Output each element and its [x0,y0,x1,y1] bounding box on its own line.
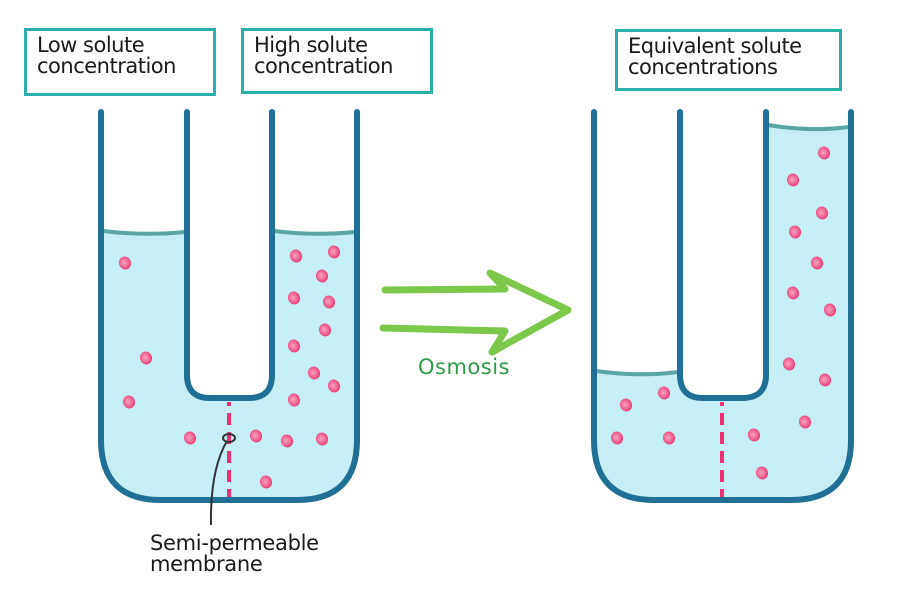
high-label-line-2: concentration [254,54,393,78]
membrane-caption: Semi-permeable membrane [150,533,319,575]
high-concentration-label: High solute concentration [241,28,433,94]
eq-label-line-1: Equivalent solute [628,34,802,58]
inner-wall-before [184,109,275,401]
eq-label-line-2: concentrations [628,55,778,79]
membrane-pointer-ring [222,433,236,443]
solute-particle [287,291,301,305]
low-concentration-label: Low solute concentration [24,28,216,96]
meniscus-left-before [102,229,186,236]
osmosis-label: Osmosis [418,355,510,379]
inner-wall-after [677,109,769,401]
solute-particle [307,366,321,380]
membrane-pointer-line [209,440,228,526]
solute-particle [287,339,301,353]
solute-particle [786,286,800,300]
low-label-line-2: concentration [37,54,176,78]
solute-particle [786,173,800,187]
outer-wall-before [98,109,360,503]
solute-particle [122,395,136,409]
solute-particle [289,249,303,263]
solute-particle [280,434,294,448]
solute-particle [817,146,831,160]
solute-particle [183,431,197,445]
solute-particle [788,225,802,239]
solute-particle [327,379,341,393]
membrane-caption-line-1: Semi-permeable [150,531,319,555]
particles-after [610,146,837,480]
solute-particle [315,269,329,283]
solute-particle [322,295,336,309]
solute-particle [610,431,624,445]
meniscus-right-before [273,229,356,236]
solute-particle [798,415,812,429]
solute-particle [782,357,796,371]
high-label-line-1: High solute [254,33,368,57]
solute-particle [118,256,132,270]
solute-particle [249,429,263,443]
solute-particle [815,206,829,220]
meniscus-left-after [595,369,679,377]
equivalent-concentration-label: Equivalent solute concentrations [615,29,842,91]
solute-particle [327,245,341,259]
solute-particle [810,256,824,270]
solute-particle [318,323,332,337]
low-label-line-1: Low solute [37,33,145,57]
outer-wall-after [591,109,854,503]
solute-particle [259,475,273,489]
meniscus-right-after [767,123,850,132]
solute-particle [662,431,676,445]
solute-particle [823,303,837,317]
u-tube-after [591,109,854,503]
solute-particle [315,432,329,446]
solute-particle [747,428,761,442]
solute-particle [619,398,633,412]
solute-particle [755,466,769,480]
particles-before [118,245,341,489]
osmosis-arrow [379,269,572,356]
solute-particle [818,373,832,387]
liquid-after [594,127,851,500]
solute-particle [139,351,153,365]
membrane-caption-line-2: membrane [150,552,263,576]
u-tube-before [98,109,360,526]
solute-particle [657,386,671,400]
solute-particle [287,393,301,407]
